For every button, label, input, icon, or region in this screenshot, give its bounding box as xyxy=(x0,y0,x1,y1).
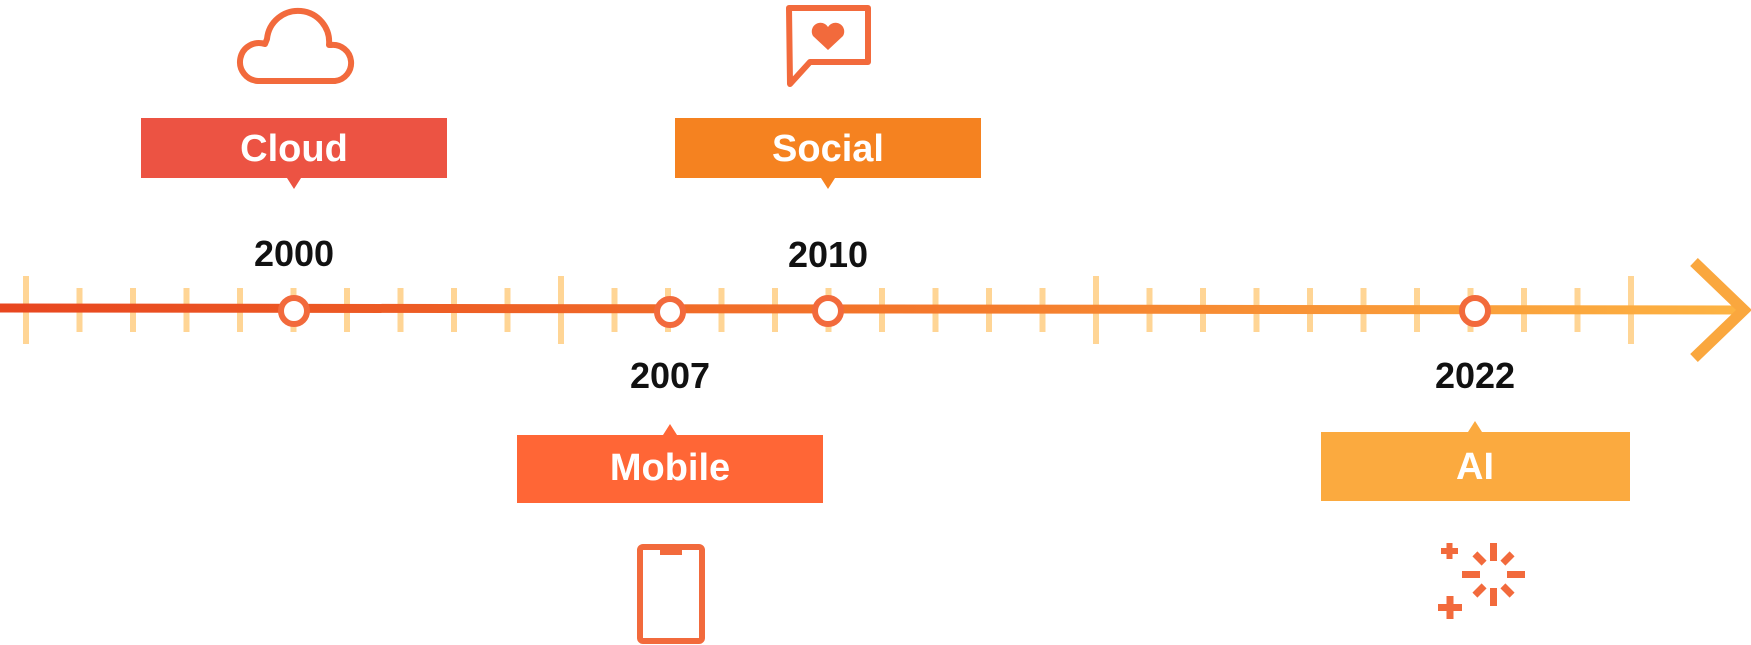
event-cloud: Cloud 2000 xyxy=(141,7,447,327)
timeline-node-2000 xyxy=(278,295,310,327)
event-label-ai: AI xyxy=(1456,446,1494,488)
label-banner-cloud xyxy=(141,118,447,189)
event-year-2010: 2010 xyxy=(788,234,868,275)
label-banner-social xyxy=(675,118,981,189)
event-label-social: Social xyxy=(772,128,884,170)
event-year-2022: 2022 xyxy=(1435,355,1515,396)
event-label-cloud: Cloud xyxy=(240,128,348,170)
chat-heart-icon xyxy=(786,5,871,87)
event-mobile: 2007 Mobile xyxy=(517,296,823,644)
label-banner-ai xyxy=(1321,421,1630,501)
event-year-2000: 2000 xyxy=(254,233,334,274)
smartphone-icon xyxy=(637,544,705,644)
sparkle-plus-icon xyxy=(1438,543,1525,619)
timeline-node-2022 xyxy=(1459,295,1491,327)
event-social: Social 2010 xyxy=(675,5,981,327)
cloud-icon xyxy=(237,7,355,84)
timeline-node-2007 xyxy=(654,296,686,328)
timeline-node-2010 xyxy=(812,295,844,327)
timeline-arrowhead xyxy=(1690,258,1751,362)
event-label-mobile: Mobile xyxy=(610,447,730,489)
label-banner-mobile xyxy=(517,424,823,503)
event-ai: 2022 AI xyxy=(1321,295,1630,619)
event-year-2007: 2007 xyxy=(630,355,710,396)
